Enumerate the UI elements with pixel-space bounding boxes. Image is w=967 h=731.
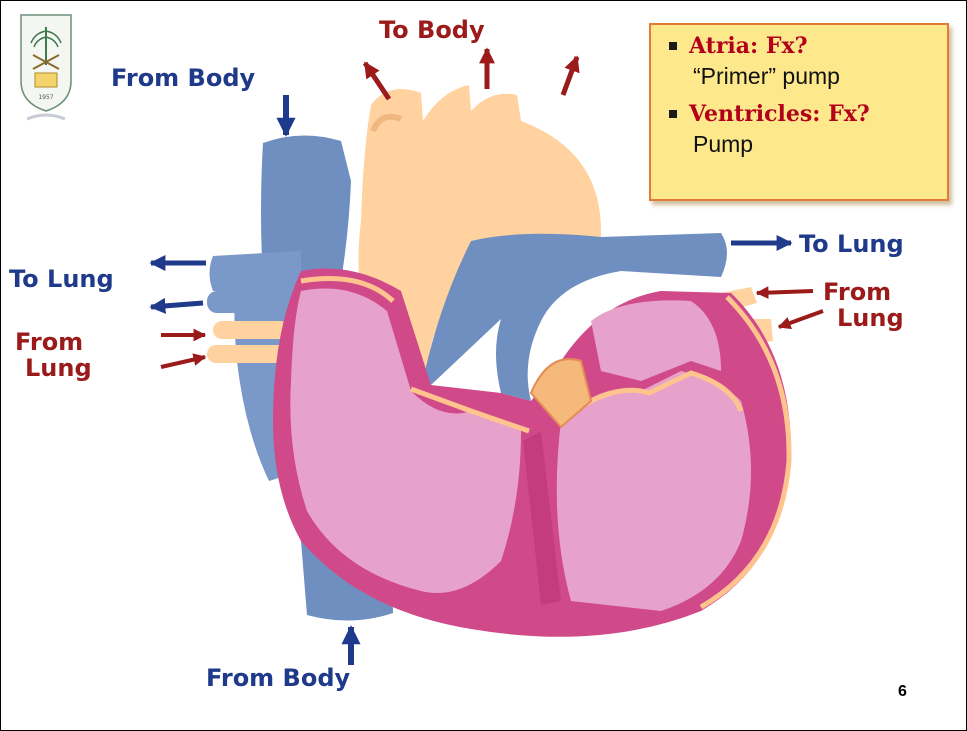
callout-answer-atria: “Primer” pump <box>693 61 937 91</box>
page-number: 6 <box>898 683 907 701</box>
left-pulmonary-artery <box>210 251 302 291</box>
arrow-from-lung-right-2 <box>779 311 823 327</box>
callout-heading-atria: Atria: Fx? <box>689 31 807 61</box>
label-from-lung-right-1: From <box>823 279 891 305</box>
arrow-from-lung-right-1 <box>757 291 813 293</box>
left-pulmonary-artery-lower <box>207 291 297 313</box>
label-to-lung-left: To Lung <box>9 266 114 292</box>
callout-item-ventricles: Ventricles: Fx? <box>665 99 937 129</box>
label-from-body-top: From Body <box>111 65 255 91</box>
arrow-to-body-1 <box>365 63 389 99</box>
arrow-to-body-3 <box>563 57 577 95</box>
bullet-icon <box>669 110 677 118</box>
callout-item-atria: Atria: Fx? <box>665 31 937 61</box>
label-from-lung-right-2: Lung <box>837 305 904 331</box>
arrow-from-lung-left-2 <box>161 357 205 367</box>
bullet-icon <box>669 42 677 50</box>
label-from-lung-left-1: From <box>15 329 83 355</box>
left-pulmonary-vein-1 <box>213 321 289 339</box>
label-to-lung-right: To Lung <box>799 231 904 257</box>
label-to-body: To Body <box>379 17 485 43</box>
function-callout: Atria: Fx? “Primer” pump Ventricles: Fx?… <box>649 23 949 201</box>
label-from-body-bottom: From Body <box>206 665 350 691</box>
arrow-to-lung-left-2 <box>151 303 203 307</box>
label-from-lung-left-2: Lung <box>25 355 92 381</box>
callout-answer-ventricles: Pump <box>693 129 937 159</box>
callout-heading-ventricles: Ventricles: Fx? <box>689 99 870 129</box>
left-pulmonary-vein-2 <box>207 345 287 363</box>
